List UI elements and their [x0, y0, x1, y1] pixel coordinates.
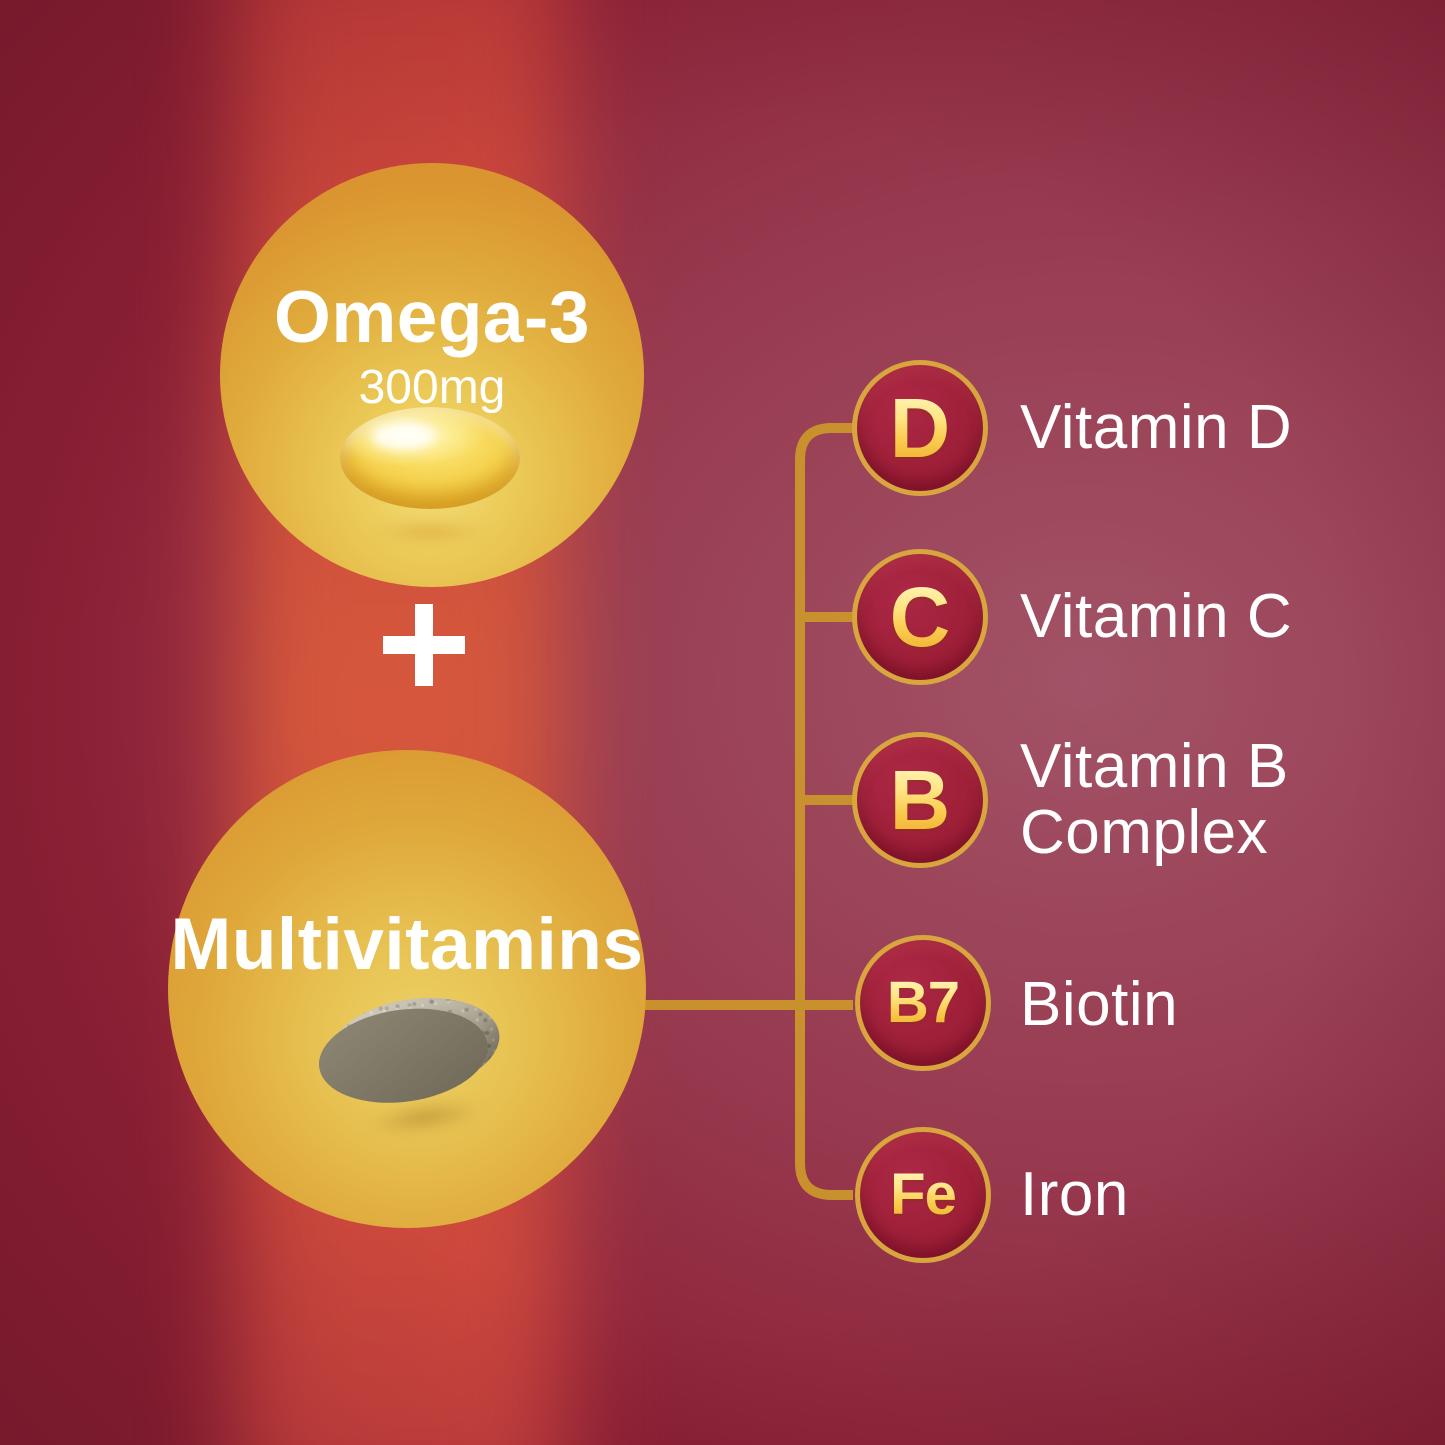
multivitamins-circle: Multivitamins: [168, 750, 646, 1228]
nutrient-label-vitamin-d: Vitamin D: [1020, 393, 1293, 462]
multivitamins-title: Multivitamins: [170, 904, 644, 985]
omega3-title: Omega-3: [274, 277, 590, 358]
nutrient-label-biotin: Biotin: [1020, 970, 1179, 1039]
nutrient-badge-vitamin-d: D: [852, 360, 988, 496]
omega3-dose: 300mg: [358, 361, 506, 414]
tablet-icon: [324, 987, 506, 1103]
badge-symbol: B: [889, 753, 951, 847]
nutrient-badge-vitamin-b: B: [852, 732, 988, 868]
nutrient-badge-vitamin-c: C: [852, 549, 988, 685]
softgel-capsule-icon: [340, 407, 520, 509]
badge-symbol: C: [889, 570, 951, 664]
nutrient-badge-biotin: B7: [855, 935, 991, 1071]
badge-symbol: D: [889, 381, 951, 475]
nutrient-label-vitamin-c: Vitamin C: [1020, 582, 1293, 651]
badge-symbol: B7: [886, 970, 960, 1035]
badge-symbol: Fe: [890, 1162, 957, 1227]
nutrient-label-iron: Iron: [1020, 1160, 1129, 1229]
nutrient-badge-iron: Fe: [855, 1127, 991, 1263]
nutrient-label-vitamin-b-complex: Vitamin B Complex: [1020, 732, 1289, 867]
omega3-circle: Omega-3 300mg: [220, 163, 644, 587]
plus-sign: +: [383, 604, 384, 605]
plus-icon: +: [383, 604, 465, 686]
